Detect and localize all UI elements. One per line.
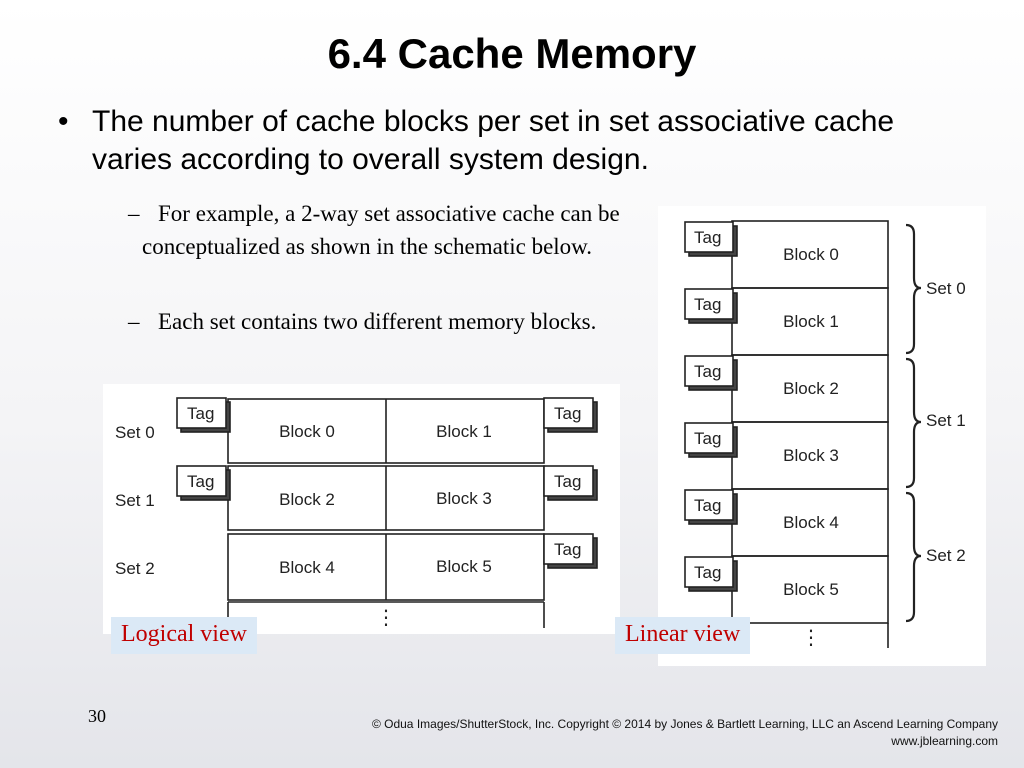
tag-label: Tag: [187, 404, 214, 423]
set-label: Set 1: [926, 411, 966, 430]
publisher-url: www.jblearning.com: [891, 734, 998, 748]
set-label: Set 1: [115, 491, 155, 510]
tag-label: Tag: [554, 404, 581, 423]
linear-view-figure: Tag Tag Tag Tag Tag Tag Block 0 Block 1 …: [658, 206, 986, 666]
logical-tag-box: [543, 397, 594, 429]
set-0-brace: [905, 223, 922, 355]
tag-label: Tag: [187, 472, 214, 491]
ellipsis: ⋮: [801, 627, 821, 649]
set-label: Set 0: [926, 279, 966, 298]
set-label: Set 0: [115, 423, 155, 442]
block-label: Block 0: [279, 422, 335, 441]
slide-title: 6.4 Cache Memory: [327, 30, 697, 77]
tag-label: Tag: [554, 472, 581, 491]
block-label: Block 3: [783, 446, 839, 465]
linear-view-diagram: Tag Tag Tag Tag Tag Tag Block 0 Block 1 …: [684, 220, 966, 649]
block-label: Block 5: [436, 557, 492, 576]
copyright-notice: © Odua Images/ShutterStock, Inc. Copyrig…: [372, 716, 998, 750]
logical-tag-box: [543, 533, 594, 565]
ellipsis: ⋮: [376, 607, 396, 629]
tag-label: Tag: [694, 563, 721, 582]
block-label: Block 1: [783, 312, 839, 331]
block-label: Block 2: [279, 490, 335, 509]
block-label: Block 5: [783, 580, 839, 599]
tag-label: Tag: [554, 540, 581, 559]
logical-tag-box: [176, 465, 227, 497]
linear-tag-box: [684, 221, 734, 253]
set-1-brace: [905, 357, 922, 489]
logical-tag-box: [543, 465, 594, 497]
sub-bullet-marker: –: [128, 201, 140, 226]
bullet-marker: •: [58, 105, 69, 138]
linear-view-caption: Linear view: [615, 617, 751, 654]
bullet-text: The number of cache blocks per set in se…: [92, 105, 895, 176]
logical-view-figure: Tag Tag Tag Tag Tag Set 0 Set 1 Set 2 Bl…: [103, 384, 620, 634]
page-number: 30: [88, 706, 106, 726]
block-label: Block 1: [436, 422, 492, 441]
set-label: Set 2: [115, 559, 155, 578]
tag-label: Tag: [694, 228, 721, 247]
linear-tag-box: [684, 556, 734, 588]
linear-tag-box: [684, 489, 734, 521]
block-label: Block 2: [783, 379, 839, 398]
linear-tag-box: [684, 422, 734, 454]
block-label: Block 3: [436, 489, 492, 508]
block-label: Block 4: [783, 513, 839, 532]
block-label: Block 0: [783, 245, 839, 264]
tag-label: Tag: [694, 295, 721, 314]
sub-bullet-text: Each set contains two different memory b…: [158, 309, 597, 334]
logical-view-diagram: Tag Tag Tag Tag Tag Set 0 Set 1 Set 2 Bl…: [115, 397, 598, 629]
linear-tag-box: [684, 355, 734, 387]
logical-tag-box: [176, 397, 227, 429]
linear-tag-box: [684, 288, 734, 320]
copyright-line: © Odua Images/ShutterStock, Inc. Copyrig…: [371, 717, 998, 731]
set-label: Set 2: [926, 546, 966, 565]
sub-bullet-marker: –: [128, 309, 140, 334]
set-2-brace: [905, 491, 922, 623]
tag-label: Tag: [694, 362, 721, 381]
tag-label: Tag: [694, 429, 721, 448]
tag-label: Tag: [694, 496, 721, 515]
sub-bullet-text: For example, a 2-way set associative cac…: [142, 201, 620, 259]
logical-view-caption: Logical view: [111, 617, 257, 654]
block-label: Block 4: [279, 558, 335, 577]
